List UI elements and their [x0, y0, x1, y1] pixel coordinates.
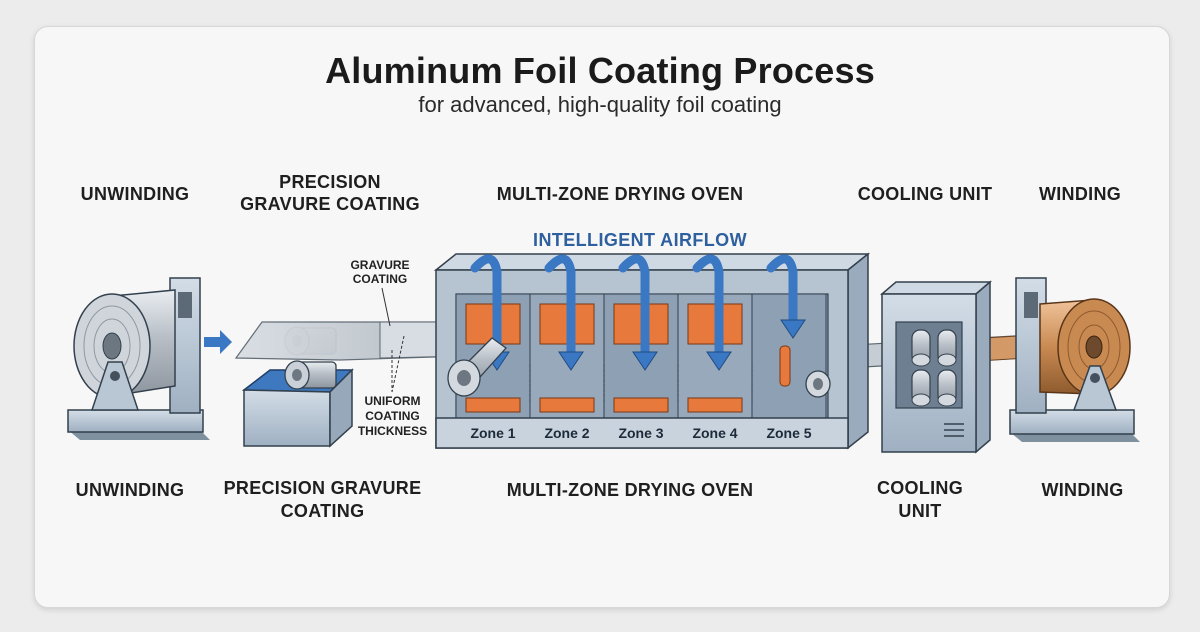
- top-label-gravure-line2: GRAVURE COATING: [240, 194, 420, 214]
- callout-uniform-line2: COATING: [365, 409, 420, 423]
- heater-element-bottom: [539, 397, 595, 413]
- zone-label-2: Zone 2: [544, 425, 590, 441]
- zone-label-4: Zone 4: [692, 425, 738, 441]
- top-label-oven: MULTI-ZONE DRYING OVEN: [496, 184, 744, 204]
- airflow-arrowhead-icon: [632, 351, 658, 371]
- bottom-label-oven: MULTI-ZONE DRYING OVEN: [506, 480, 754, 500]
- callout-gravure-line2: COATING: [352, 272, 408, 286]
- airflow-arrowhead-icon: [706, 351, 732, 371]
- heater-element-bottom: [465, 397, 521, 413]
- bottom-label-cooling-line1: COOLING: [876, 478, 964, 498]
- oven-exit-roll: [779, 345, 831, 398]
- cooling-unit: [879, 280, 993, 454]
- zone-label-1: Zone 1: [470, 425, 516, 441]
- top-label-winding: WINDING: [1038, 184, 1122, 204]
- top-label-gravure-line1: PRECISION: [279, 172, 381, 192]
- callout-uniform-line3: THICKNESS: [357, 424, 428, 438]
- callout-gravure-line1: GRAVURE: [350, 258, 410, 272]
- bottom-label-unwinding: UNWINDING: [75, 480, 185, 500]
- airflow-arrow-icon: [766, 254, 798, 325]
- top-label-cooling: COOLING UNIT: [857, 184, 993, 204]
- airflow-arrow-icon: [470, 254, 502, 357]
- cooling-roll-end: [937, 393, 957, 407]
- oven-entry-roll: [447, 337, 507, 397]
- cooling-roll-end: [937, 353, 957, 367]
- airflow-arrow-icon: [544, 254, 576, 357]
- cooling-roll-end: [911, 353, 931, 367]
- airflow-arrowhead-icon: [558, 351, 584, 371]
- heater-element-bottom: [687, 397, 743, 413]
- heater-element-bottom: [613, 397, 669, 413]
- bottom-label-gravure-line2: COATING: [280, 501, 365, 521]
- top-label-unwinding: UNWINDING: [80, 184, 190, 204]
- bottom-label-cooling-line2: UNIT: [898, 501, 942, 521]
- zone-label-5: Zone 5: [766, 425, 812, 441]
- callout-uniform-line1: UNIFORM: [364, 394, 421, 408]
- bottom-label-winding: WINDING: [1041, 480, 1124, 500]
- airflow-label: INTELLIGENT AIRFLOW: [533, 230, 747, 250]
- airflow-arrow-icon: [692, 254, 724, 357]
- bottom-label-gravure-line1: PRECISION GRAVURE: [223, 478, 422, 498]
- zone-label-3: Zone 3: [618, 425, 664, 441]
- winding-machine: [1009, 277, 1140, 442]
- airflow-arrow-icon: [618, 254, 650, 357]
- diagram-subtitle: for advanced, high-quality foil coating: [418, 92, 782, 117]
- cooling-roll-end: [911, 393, 931, 407]
- airflow-arrowhead-icon: [780, 319, 806, 339]
- unwinding-machine: [67, 277, 210, 440]
- flow-arrow-icon: [204, 330, 232, 354]
- gravure-callout: [381, 287, 405, 393]
- diagram-title: Aluminum Foil Coating Process: [325, 50, 875, 91]
